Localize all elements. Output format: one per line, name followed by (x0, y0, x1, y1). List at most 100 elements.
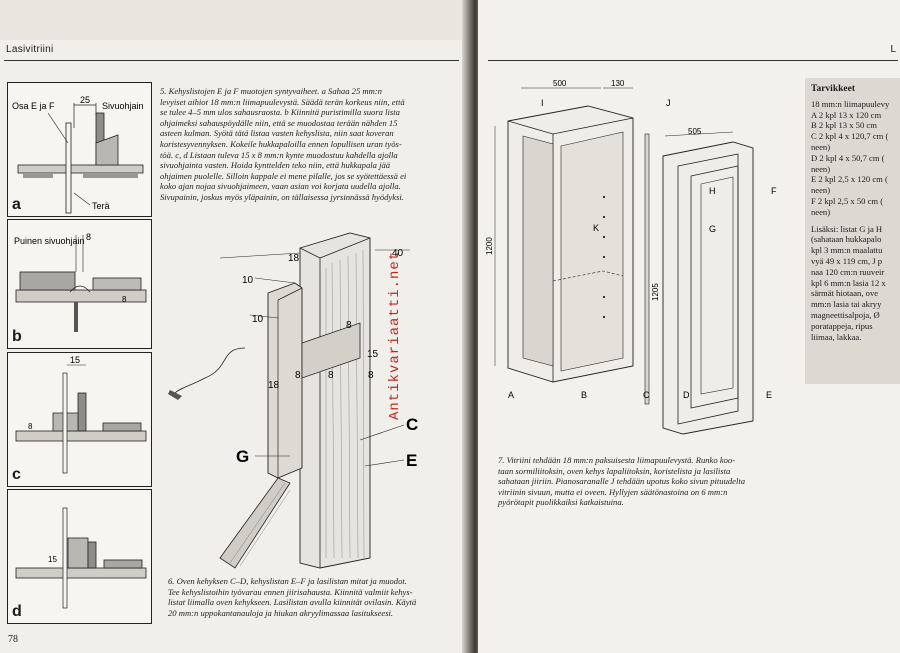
cab-label-b: B (581, 390, 587, 400)
supplies-line: neen) (811, 206, 831, 217)
cab-label-a: A (508, 390, 514, 400)
cab-dim-width: 500 (553, 79, 567, 88)
cab-label-e: E (766, 390, 772, 400)
panel-c-dim-side: 8 (28, 422, 33, 431)
cab-dim-door-height: 1205 (651, 283, 660, 301)
running-head: Lasivitriini (6, 44, 54, 55)
cab-label-g: G (709, 224, 716, 234)
cab-label-d: D (683, 390, 690, 400)
caption5-line: ohjaimen puolelle. Silloin kappale ei me… (160, 170, 407, 181)
diagram-panel-b: 8 8 Puinen sivuohjain b (7, 219, 152, 349)
door-frame-perspective-figure: 18 40 10 10 8 15 8 18 8 8 G C E (168, 232, 418, 569)
panel-a-blade-label: Terä (92, 201, 110, 211)
panel-a-part-label: Osa E ja F (12, 101, 55, 111)
supplies-line: F 2 kpl 2,5 x 50 cm ( (811, 195, 884, 206)
supplies-line: Lisäksi: listat G ja H (811, 223, 883, 234)
cab-label-c: C (643, 390, 650, 400)
page-number: 78 (8, 634, 18, 645)
caption5-line: asteen kulman. Syötä tätä listaa vasten … (160, 128, 394, 139)
panel-b-guide-label: Puinen sivuohjain (14, 236, 85, 246)
caption7-line: vitriinin sivuun, mutta ei oveen. Hyllyj… (498, 486, 728, 497)
cabinet-exploded-figure: 500 130 1200 505 1205 I J K A B C D E F … (485, 79, 777, 435)
supplies-line: B 2 kpl 13 x 50 cm (811, 120, 877, 131)
cab-dim-height: 1200 (485, 237, 494, 255)
cab-dim-door-width: 505 (688, 127, 702, 136)
caption5-line: sivuohjainta vasten. Hoida kynttelden te… (160, 160, 391, 171)
panel-b-drawing: 8 8 Puinen sivuohjain (14, 232, 147, 332)
supplies-line: kpl 3 mm:n maalattu (811, 245, 883, 256)
caption5-line: töä. c, d Listaan tuleva 15 x 8 mm:n kyn… (160, 149, 398, 160)
supplies-sidebar: Tarvikkeet 18 mm:n liimapuulevy A 2 kpl … (805, 78, 900, 384)
supplies-line: mm:n lasia tai akryy (811, 299, 882, 310)
cab-label-i: I (541, 98, 544, 108)
dim-18: 18 (288, 253, 300, 264)
caption5-line: koko ajan nojaa sivuohjaimeen, vaan asia… (160, 181, 401, 192)
diagram-panel-a: 25 Osa E ja F Sivuohjain Terä a (7, 82, 152, 217)
left-page: Lasivitriini 25 Osa E ja F Sivuohjain Te… (0, 0, 470, 653)
page-top-shadow (0, 0, 470, 40)
caption7-line: sahataan jiiriin. Pianosaranalle J tehdä… (498, 476, 746, 487)
panel-c-letter: c (12, 466, 21, 483)
dim-15: 15 (367, 349, 379, 360)
panel-b-dim-top: 8 (86, 232, 91, 242)
panel-c-dim-top: 15 (70, 355, 80, 365)
supplies-line: E 2 kpl 2,5 x 120 cm ( (811, 174, 888, 185)
caption5-line: ohjaimeksi sahauspöydälle niin, että se … (160, 117, 398, 128)
caption-figure-6: 6. Oven kehyksen C–D, kehyslistan E–F ja… (168, 576, 464, 618)
caption5-line: levyiset aihiot 18 mm:n liimapuulevystä.… (160, 96, 405, 107)
supplies-line: (sahataan hukkapalo (811, 234, 882, 245)
supplies-line: neen) (811, 141, 831, 152)
supplies-line: kpl 6 mm:n lasia 12 x (811, 277, 886, 288)
label-c: C (406, 415, 418, 434)
caption5-line: Sivupainin, joskus myös yläpainin, on tä… (160, 191, 404, 202)
panel-b-dim-side: 8 (122, 295, 127, 304)
right-page: L 500 130 1200 505 1205 I J K A B C D (478, 0, 900, 653)
caption5-line: 5. Kehyslistojen E ja F muotojen syntyva… (160, 86, 382, 96)
caption-figure-7: 7. Vitriini tehdään 18 mm:n paksuisesta … (498, 455, 796, 508)
supplies-line: 18 mm:n liimapuulevy (811, 98, 890, 109)
supplies-line: särmät hiotaan, ove (811, 288, 879, 299)
panel-a-guide-label: Sivuohjain (102, 101, 144, 111)
dim-40: 40 (392, 248, 404, 259)
caption7-line: 7. Vitriini tehdään 18 mm:n paksuisesta … (498, 455, 736, 465)
supplies-line: neen) (811, 163, 831, 174)
panel-b-letter: b (12, 328, 22, 345)
cab-label-h: H (709, 186, 716, 196)
right-header-rule (488, 60, 898, 61)
dim-10-mid: 10 (252, 314, 264, 325)
watermark-text: Antikvariaatti.net (387, 250, 403, 420)
caption7-line: pyörötapit puolikkaiksi katkaistuina. (498, 497, 624, 508)
cab-label-k: K (593, 223, 599, 233)
supplies-line: liimaa, lakkaa. (811, 331, 862, 342)
dim-10-top: 10 (242, 275, 254, 286)
dim-8-right: 8 (368, 370, 374, 381)
caption6-line: Tee kehyslistoihin työvarau ennen jiiris… (168, 586, 413, 597)
caption7-line: taan sormiliitoksin, oven kehys lapaliit… (498, 465, 731, 476)
panel-a-letter: a (12, 196, 21, 213)
diagram-panel-c: 15 8 c (7, 352, 152, 487)
cab-label-j: J (666, 98, 671, 108)
cab-dim-depth: 130 (611, 79, 625, 88)
supplies-line: C 2 kpl 4 x 120,7 cm ( (811, 131, 889, 142)
supplies-line: vyä 49 x 119 cm, J p (811, 255, 883, 266)
supplies-title: Tarvikkeet (811, 84, 855, 94)
label-e: E (406, 451, 417, 470)
header-rule (4, 60, 459, 61)
diagram-panel-d: 15 d (7, 489, 152, 624)
label-g: G (236, 447, 249, 466)
panel-c-drawing: 15 8 (15, 355, 147, 474)
caption6-line: 6. Oven kehyksen C–D, kehyslistan E–F ja… (168, 576, 407, 586)
dim-8-left: 8 (295, 370, 301, 381)
dim-18-lower: 18 (268, 380, 280, 391)
panel-d-letter: d (12, 603, 22, 620)
caption6-line: listat liimalla oven kehykseen. Lasilist… (168, 597, 417, 608)
supplies-line: magneettisalpoja, Ø (811, 309, 880, 320)
supplies-line: A 2 kpl 13 x 120 cm (811, 109, 882, 120)
supplies-line: D 2 kpl 4 x 50,7 cm ( (811, 152, 885, 163)
panel-d-drawing: 15 (15, 507, 147, 609)
panel-a-dim: 25 (80, 95, 90, 105)
dim-8-upper: 8 (346, 320, 352, 331)
supplies-line: neen) (811, 185, 831, 196)
supplies-line: poratappeja, ripus (811, 320, 873, 331)
caption-figure-5: 5. Kehyslistojen E ja F muotojen syntyva… (160, 86, 460, 203)
